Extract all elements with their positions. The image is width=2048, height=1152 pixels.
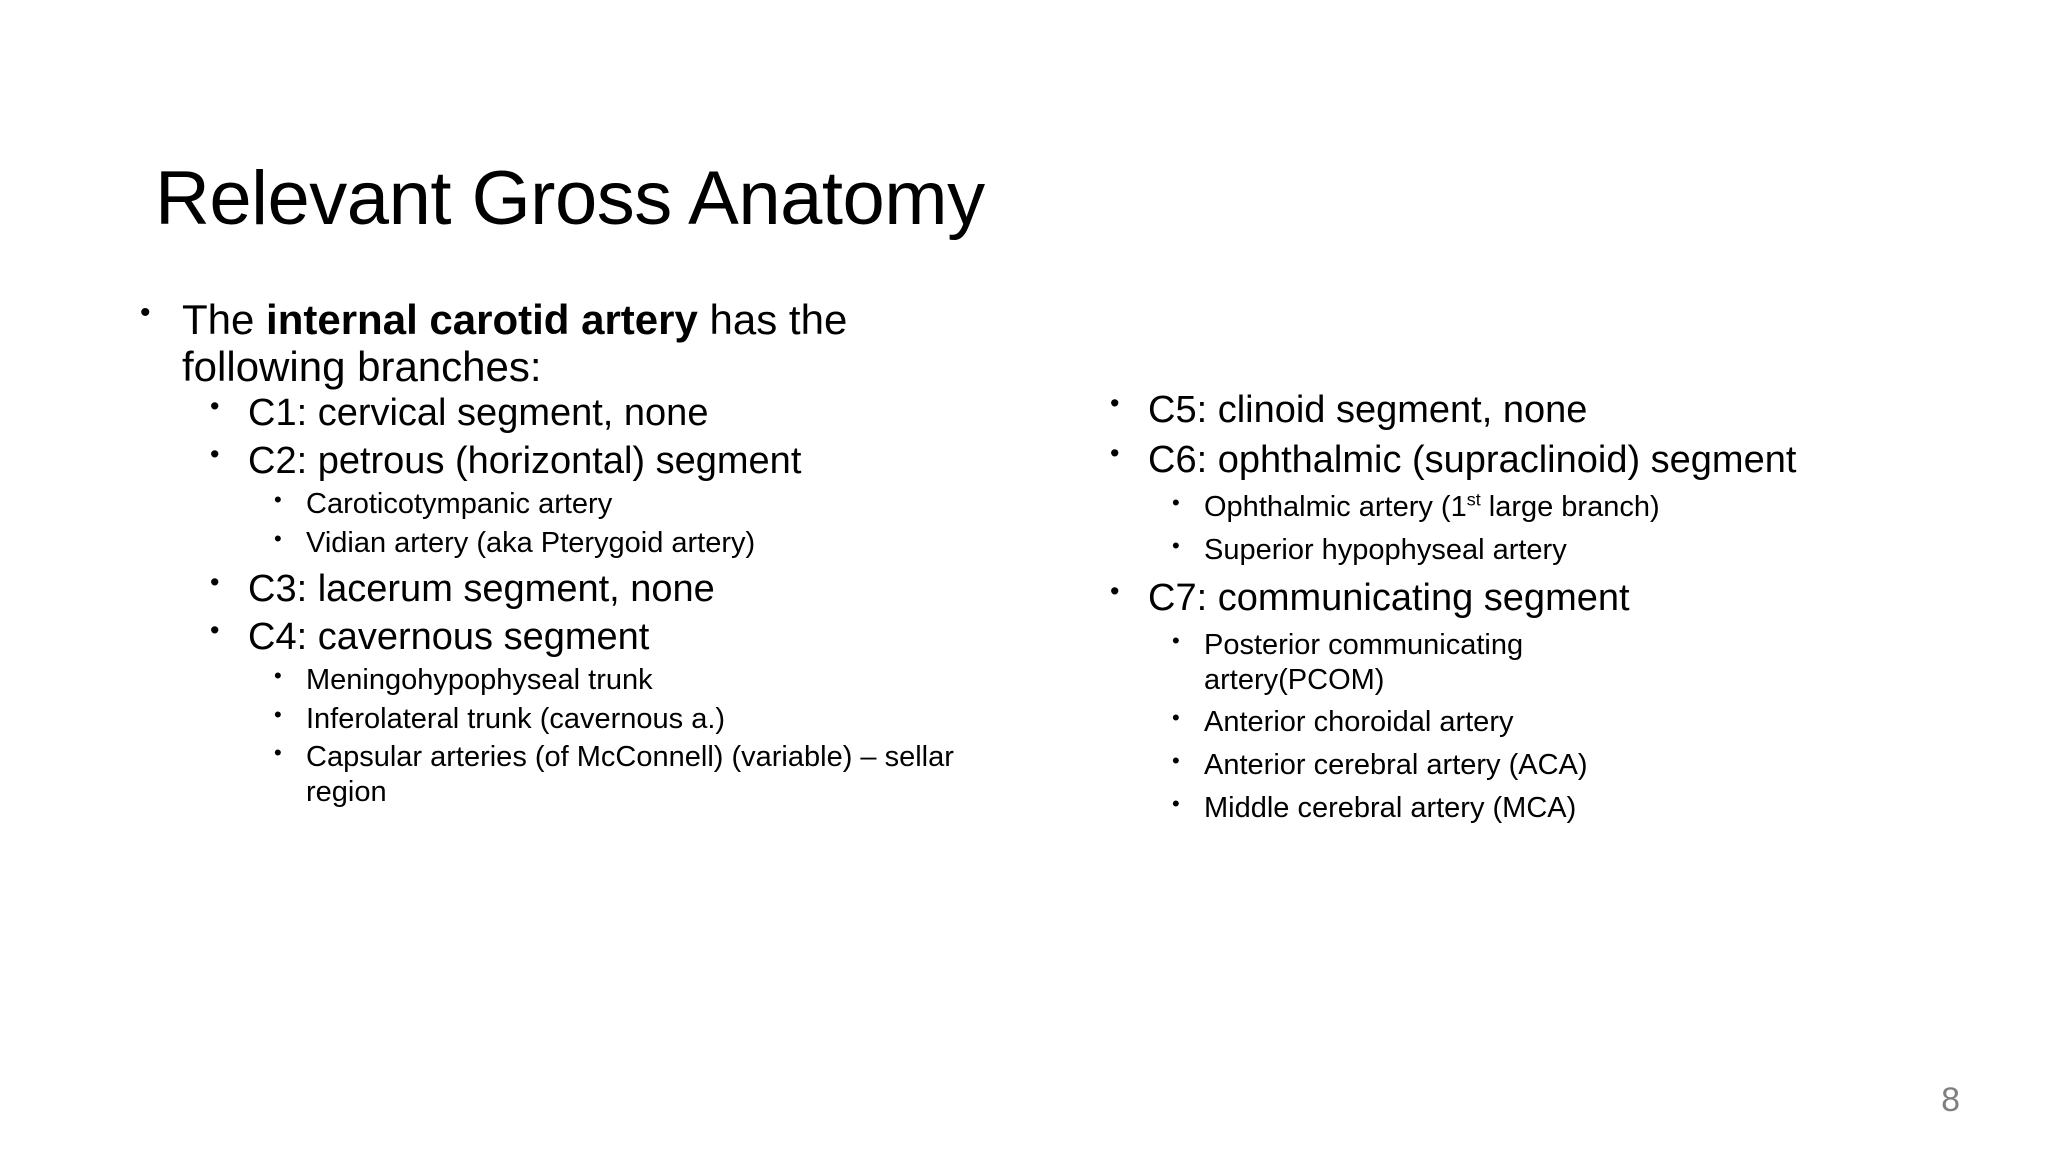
bullet-glyph-icon: • bbox=[1172, 490, 1180, 516]
list-item-segment-c7: • C7: communicating segment • Posterior … bbox=[1110, 576, 2010, 826]
list-item-branch: • Vidian artery (aka Pterygoid artery) bbox=[274, 526, 980, 561]
list-item-branch: • Anterior choroidal artery bbox=[1172, 705, 2010, 740]
list-item-branch: • Inferolateral trunk (cavernous a.) bbox=[274, 702, 980, 737]
segment-label-c7: C7: communicating segment bbox=[1148, 576, 1630, 619]
bullet-glyph-icon: • bbox=[1110, 438, 1120, 469]
list-item-segment-c2: • C2: petrous (horizontal) segment • Car… bbox=[210, 439, 980, 561]
list-item-intro: • The internal carotid artery has the fo… bbox=[140, 296, 980, 810]
segment-label-c2: C2: petrous (horizontal) segment bbox=[248, 439, 802, 482]
bullet-glyph-icon: • bbox=[1172, 748, 1180, 774]
right-content-column: • C5: clinoid segment, none • C6: ophtha… bbox=[1110, 388, 2010, 834]
bullet-glyph-icon: • bbox=[274, 740, 282, 766]
segment-label-c6: C6: ophthalmic (supraclinoid) segment bbox=[1148, 439, 1797, 482]
bullet-glyph-icon: • bbox=[210, 614, 220, 645]
intro-prefix: The bbox=[182, 296, 267, 343]
branch-label: Anterior choroidal artery bbox=[1204, 706, 1514, 739]
list-item-branch: • Caroticotympanic artery bbox=[274, 487, 980, 522]
right-bullet-list-level3-c7: • Posterior communicating artery(PCOM) •… bbox=[1110, 628, 2010, 826]
bullet-glyph-icon: • bbox=[210, 566, 220, 597]
segment-label-c5: C5: clinoid segment, none bbox=[1148, 389, 1588, 431]
branch-label: Inferolateral trunk (cavernous a.) bbox=[306, 702, 726, 735]
bullet-glyph-icon: • bbox=[274, 701, 282, 727]
list-item-branch: • Ophthalmic artery (1st large branch) bbox=[1172, 490, 2010, 525]
bullet-glyph-icon: • bbox=[210, 438, 220, 469]
bullet-glyph-icon: • bbox=[274, 662, 282, 688]
branch-label: Ophthalmic artery (1st large branch) bbox=[1172, 490, 2010, 525]
bullet-glyph-icon: • bbox=[274, 487, 282, 513]
list-item-segment-c6: • C6: ophthalmic (supraclinoid) segment … bbox=[1110, 438, 2010, 568]
list-item-branch: • Anterior cerebral artery (ACA) bbox=[1172, 748, 2010, 783]
bullet-glyph-icon: • bbox=[1172, 791, 1180, 817]
left-content-column: • The internal carotid artery has the fo… bbox=[140, 296, 980, 816]
branch-label: Meningohypophyseal trunk bbox=[306, 663, 653, 696]
branch-label: Superior hypophyseal artery bbox=[1204, 533, 1567, 566]
branch-label: Caroticotympanic artery bbox=[306, 488, 613, 521]
branch-prefix: Ophthalmic artery (1 bbox=[1204, 491, 1467, 524]
branch-label: Middle cerebral artery (MCA) bbox=[1204, 792, 1577, 825]
segment-label-c3: C3: lacerum segment, none bbox=[248, 567, 715, 610]
intro-text: The internal carotid artery has the foll… bbox=[140, 296, 980, 391]
intro-suffix: has the following branches: bbox=[182, 296, 848, 391]
branch-label: Vidian artery (aka Pterygoid artery) bbox=[306, 526, 756, 559]
branch-suffix: large branch) bbox=[1480, 491, 1660, 524]
bullet-glyph-icon: • bbox=[140, 296, 151, 329]
intro-emphasis: internal carotid artery bbox=[266, 296, 698, 343]
bullet-glyph-icon: • bbox=[1172, 532, 1180, 558]
list-item-branch: • Meningohypophyseal trunk bbox=[274, 663, 980, 698]
bullet-glyph-icon: • bbox=[1110, 388, 1120, 418]
list-item-branch: • Posterior communicating artery(PCOM) bbox=[1172, 628, 1602, 698]
left-bullet-list-level3-c2: • Caroticotympanic artery • Vidian arter… bbox=[210, 487, 980, 561]
bullet-glyph-icon: • bbox=[1110, 575, 1120, 606]
bullet-glyph-icon: • bbox=[274, 525, 282, 551]
page-title: Relevant Gross Anatomy bbox=[155, 155, 985, 241]
branch-superscript: st bbox=[1466, 489, 1481, 510]
right-bullet-list-level3-c6: • Ophthalmic artery (1st large branch) •… bbox=[1110, 490, 2010, 568]
slide-number: 8 bbox=[1941, 1081, 1960, 1119]
bullet-glyph-icon: • bbox=[1172, 705, 1180, 731]
left-bullet-list-level2: • C1: cervical segment, none • C2: petro… bbox=[140, 391, 980, 810]
bullet-glyph-icon: • bbox=[210, 390, 220, 421]
list-item-branch: • Capsular arteries (of McConnell) (vari… bbox=[274, 740, 980, 810]
list-item-branch: • Superior hypophyseal artery bbox=[1172, 533, 2010, 568]
branch-label: Posterior communicating artery(PCOM) bbox=[1204, 628, 1524, 696]
branch-label: Anterior cerebral artery (ACA) bbox=[1204, 749, 1588, 782]
right-bullet-list-level2: • C5: clinoid segment, none • C6: ophtha… bbox=[1110, 388, 2010, 826]
branch-label: Capsular arteries (of McConnell) (variab… bbox=[306, 741, 954, 809]
left-bullet-list-level1: • The internal carotid artery has the fo… bbox=[140, 296, 980, 810]
list-item-segment-c4: • C4: cavernous segment • Meningohypophy… bbox=[210, 615, 980, 810]
segment-label-c4: C4: cavernous segment bbox=[248, 615, 650, 658]
list-item-segment-c1: • C1: cervical segment, none bbox=[210, 391, 980, 435]
list-item-segment-c3: • C3: lacerum segment, none bbox=[210, 567, 980, 611]
list-item-branch: • Middle cerebral artery (MCA) bbox=[1172, 791, 2010, 826]
bullet-glyph-icon: • bbox=[1172, 627, 1180, 653]
segment-label-c1: C1: cervical segment, none bbox=[248, 391, 709, 434]
left-bullet-list-level3-c4: • Meningohypophyseal trunk • Inferolater… bbox=[210, 663, 980, 810]
list-item-segment-c5: • C5: clinoid segment, none bbox=[1110, 388, 2010, 432]
